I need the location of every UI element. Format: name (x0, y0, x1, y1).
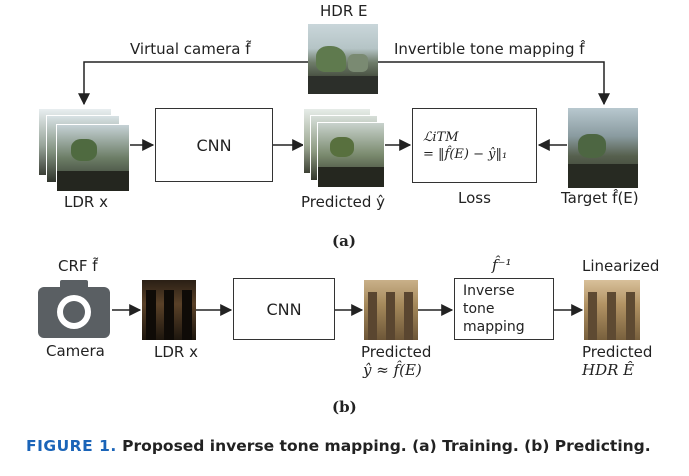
cnn-box-b: CNN (233, 278, 335, 340)
figure-caption: FIGURE 1. Proposed inverse tone mapping.… (26, 437, 651, 455)
loss-formula-line1: ℒiTM (423, 129, 459, 145)
ldr-label-a: LDR x (64, 193, 108, 211)
predicted-label-b: Predicted (361, 343, 432, 361)
panel-a-tag: (a) (332, 232, 356, 250)
inverse-label: Inverse tone mapping (463, 283, 525, 335)
predicted-hdr-image (584, 280, 640, 340)
ldr-image-stack (38, 108, 130, 192)
predicted-image-stack (303, 108, 385, 190)
loss-formula-line2: = ‖f̂(E) − ŷ‖₁ (423, 146, 508, 162)
cnn-label-a: CNN (196, 135, 232, 155)
predicted-formula-b: ŷ ≈ f̂(E) (363, 361, 422, 379)
camera-icon (38, 280, 110, 338)
target-label: Target f̂(E) (561, 189, 639, 207)
inverse-symbol: f̂⁻¹ (492, 256, 512, 274)
cnn-label-b: CNN (266, 299, 302, 319)
loss-box: ℒiTM = ‖f̂(E) − ŷ‖₁ (412, 108, 537, 183)
ldr-image-b (142, 280, 196, 340)
ldr-label-b: LDR x (154, 343, 198, 361)
caption-text: Proposed inverse tone mapping. (a) Train… (122, 437, 651, 455)
hdr-image (308, 24, 378, 94)
predicted-image-b (364, 280, 418, 340)
arrow-hdr-to-ldr (78, 61, 308, 106)
loss-label: Loss (458, 189, 491, 207)
arrow-hdr-to-target (378, 61, 610, 106)
camera-label: Camera (46, 342, 105, 360)
itm-label: Invertible tone mapping f̂ (394, 40, 585, 58)
virtual-camera-label: Virtual camera f̃ (130, 40, 251, 58)
figure-number: FIGURE 1. (26, 437, 117, 455)
crf-label: CRF f̃ (58, 257, 98, 275)
cnn-box-a: CNN (155, 108, 273, 182)
panel-b-tag: (b) (332, 398, 357, 416)
target-image (568, 108, 638, 188)
inverse-tone-mapping-box: Inverse tone mapping (454, 278, 554, 340)
predicted-label-a: Predicted ŷ (301, 193, 386, 211)
predicted-hdr-label2: HDR Ê (582, 361, 635, 379)
hdr-label: HDR E (320, 2, 368, 20)
predicted-hdr-label1: Predicted (582, 343, 653, 361)
linearized-label: Linearized (582, 257, 660, 275)
